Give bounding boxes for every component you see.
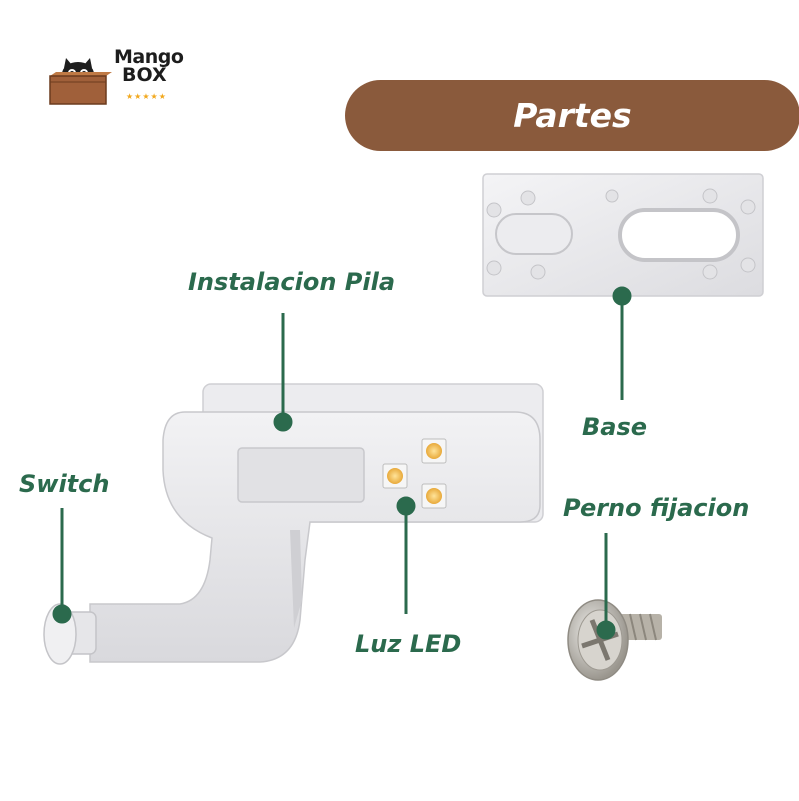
bolt-callout-dot — [596, 620, 616, 640]
bolt-label: Perno fijacion — [563, 494, 750, 522]
led-label: Luz LED — [355, 630, 462, 658]
rating-stars: ★★★★★ — [126, 92, 167, 101]
base-label: Base — [582, 413, 648, 441]
brand-name-line1: Mango — [114, 46, 184, 68]
led-lights — [382, 438, 447, 509]
brand-logo: Mango BOX ★★★★★ — [46, 44, 196, 108]
battery-callout-dot — [273, 412, 293, 432]
cat-box-icon — [49, 58, 112, 105]
base-plate — [482, 173, 764, 297]
switch-callout-dot — [52, 604, 72, 624]
screw — [567, 599, 662, 681]
brand-name-line2: BOX — [122, 64, 167, 86]
parts-banner: Partes — [345, 80, 799, 151]
base-callout-dot — [612, 286, 632, 306]
switch-label: Switch — [19, 470, 110, 498]
hinge-light-body — [89, 383, 544, 663]
led-callout-dot — [396, 496, 416, 516]
battery-label: Instalacion Pila — [188, 268, 396, 296]
